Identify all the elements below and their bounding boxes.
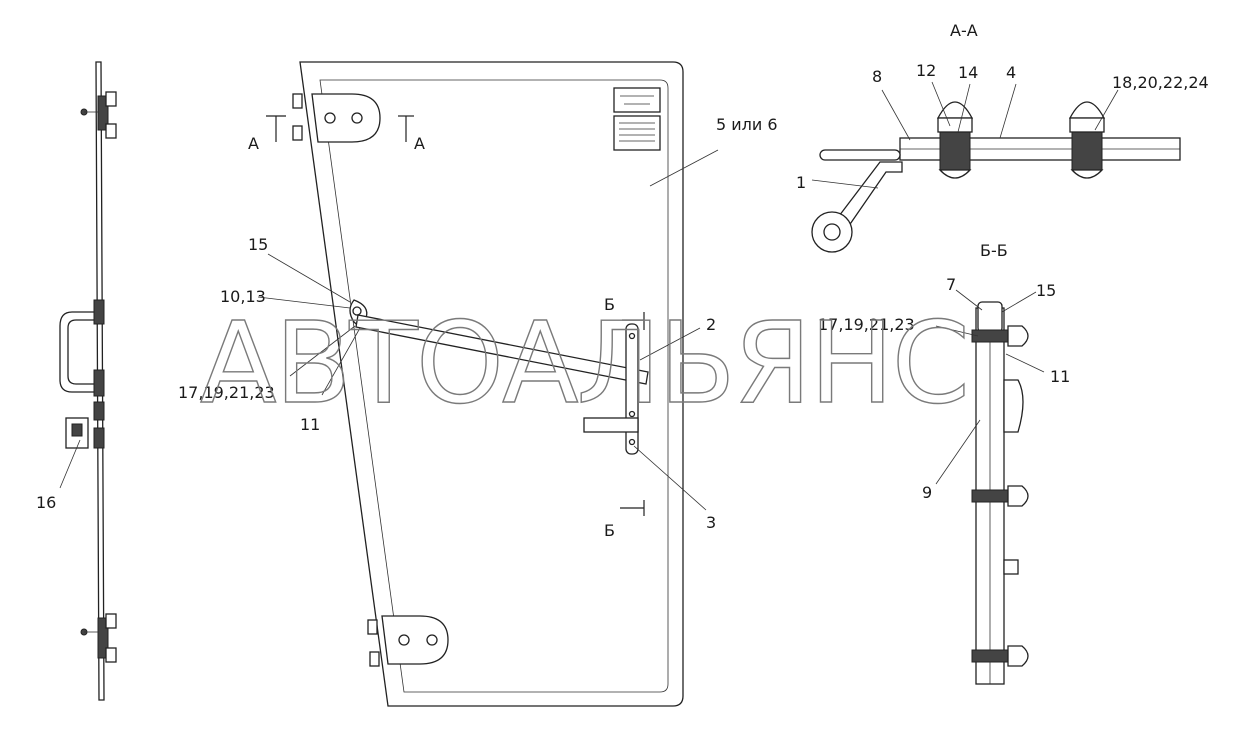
cut-mark-b-top: Б	[604, 295, 615, 314]
section-aa-title: А-А	[950, 21, 978, 40]
callout-1: 1	[796, 173, 806, 192]
door-panel	[292, 61, 684, 707]
lever-bar	[349, 299, 649, 455]
callout-8: 8	[872, 67, 882, 86]
callout-14: 14	[958, 63, 978, 82]
callout-9: 9	[922, 483, 932, 502]
callout-18-20-22-24: 18,20,22,24	[1112, 73, 1209, 92]
callout-16: 16	[36, 493, 56, 512]
cut-mark-a-right: А	[414, 134, 425, 153]
labels: А-А Б-Б А А Б Б 15 10,13 17,19,21,23 11 …	[36, 21, 1209, 540]
section-aa	[811, 101, 1181, 253]
cut-mark-a-left: А	[248, 134, 259, 153]
callout-12: 12	[916, 61, 936, 80]
callout-3: 3	[706, 513, 716, 532]
side-view	[59, 61, 117, 701]
cut-marks	[266, 115, 645, 516]
leader-lines	[59, 81, 1119, 511]
callout-15-bb: 15	[1036, 281, 1056, 300]
emergency-exit-labels	[613, 87, 661, 151]
callout-17-19-21-23-bb: 17,19,21,23	[818, 315, 915, 334]
callout-5-or-6: 5 или 6	[716, 115, 778, 134]
section-bb-title: Б-Б	[980, 241, 1008, 260]
callout-4: 4	[1006, 63, 1016, 82]
callout-15: 15	[248, 235, 268, 254]
cut-mark-b-bottom: Б	[604, 521, 615, 540]
section-bb	[971, 301, 1029, 685]
watermark: АВТОАЛЬЯНС	[200, 299, 968, 429]
callout-2: 2	[706, 315, 716, 334]
bottom-hinge-plate	[381, 615, 449, 665]
top-hinge-plate	[311, 93, 381, 143]
callout-17-19-21-23: 17,19,21,23	[178, 383, 275, 402]
callout-10-13: 10,13	[220, 287, 266, 306]
callout-11: 11	[300, 415, 320, 434]
callout-11-bb: 11	[1050, 367, 1070, 386]
callout-7: 7	[946, 275, 956, 294]
